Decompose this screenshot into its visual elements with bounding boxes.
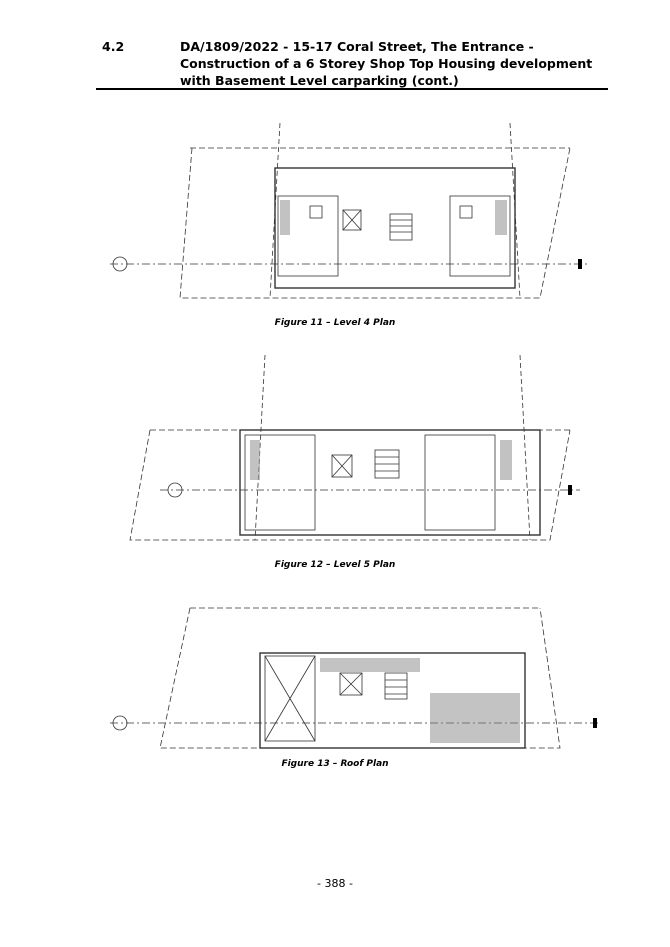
- page-number: - 388 -: [317, 877, 353, 890]
- figure-12-level-5-plan: [129, 354, 580, 541]
- figure-11-level-4-plan: [110, 122, 590, 299]
- section-title: DA/1809/2022 - 15-17 Coral Street, The E…: [180, 39, 593, 88]
- figure-11-caption: Figure 11 – Level 4 Plan: [274, 318, 396, 328]
- figure-13-caption: Figure 13 – Roof Plan: [281, 759, 389, 769]
- figure-12-caption: Figure 12 – Level 5 Plan: [274, 560, 396, 570]
- section-number: 4.2: [102, 39, 125, 54]
- figure-13-roof-plan: [110, 607, 600, 749]
- header-rule: [96, 88, 608, 90]
